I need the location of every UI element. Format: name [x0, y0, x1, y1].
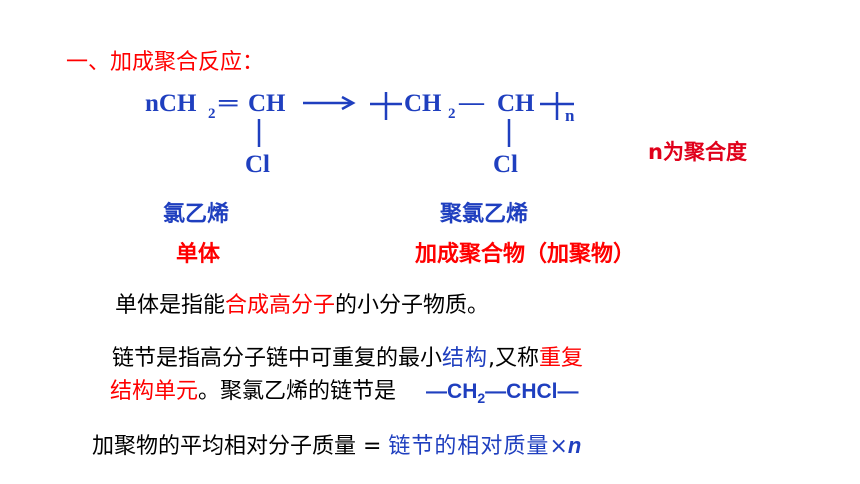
repeat-unit-definition-line-2: 结构单元。聚氯乙烯的链节是 —CH2—CHCl— — [110, 373, 579, 406]
section-heading: 一、加成聚合反应： — [66, 50, 265, 75]
reaction-arrow — [303, 95, 356, 111]
polymer-ch: CH — [497, 90, 535, 117]
double-bond: ═ — [218, 88, 238, 117]
polymer-name: 聚氯乙烯 — [440, 202, 529, 227]
monomer-right: CH — [248, 90, 286, 117]
molecular-mass-formula: 加聚物的平均相对分子质量 = 链节的相对质量×n — [92, 428, 581, 460]
polymer-bond: — — [458, 89, 485, 116]
monomer-def-text-2: 的小分子物质。 — [335, 293, 490, 318]
left-bracket — [370, 92, 402, 120]
polymer-ch2: CH — [404, 90, 442, 117]
repeat-unit-formula: —CH2—CHCl— — [426, 380, 579, 407]
repeat-unit-definition-line-1: 链节是指高分子链中可重复的最小结构,又称重复 — [112, 340, 583, 372]
unit-def-highlight-structural-unit: 结构单元 — [110, 379, 199, 404]
monomer-chlorine: Cl — [245, 151, 270, 178]
unit-def-text-1: 链节是指高分子链中可重复的最小 — [112, 346, 443, 371]
degree-of-polymerization-note: n为聚合度 — [648, 140, 747, 164]
polymer-chlorine: Cl — [493, 151, 518, 178]
monomer-def-highlight: 合成高分子 — [225, 293, 336, 318]
polymer-term: 加成聚合物（加聚物） — [415, 242, 636, 267]
monomer-sub: 2 — [208, 106, 216, 122]
unit-def-text-2: ,又称 — [488, 346, 540, 371]
repeat-unit-formula-a: —CH — [426, 380, 478, 403]
repeat-n: n — [565, 106, 575, 125]
monomer-definition: 单体是指能合成高分子的小分子物质。 — [115, 287, 489, 319]
monomer-left: nCH — [145, 90, 197, 117]
monomer-def-text-1: 单体是指能 — [115, 293, 226, 318]
polymer-sub: 2 — [448, 106, 456, 122]
repeat-unit-formula-sub: 2 — [477, 390, 486, 407]
formula-highlight-unit-mass: 链节的相对质量 — [388, 434, 550, 459]
monomer-term: 单体 — [176, 242, 221, 267]
formula-times: × — [549, 434, 568, 459]
repeat-unit-formula-b: —CHCl— — [485, 380, 579, 403]
formula-n: n — [567, 433, 582, 458]
unit-def-text-3: 。聚氯乙烯的链节是 — [198, 379, 397, 404]
right-bracket — [540, 92, 574, 120]
formula-text-1: 加聚物的平均相对分子质量 = — [92, 434, 389, 459]
unit-def-highlight-structure: 结构 — [442, 346, 489, 371]
unit-def-highlight-repeat: 重复 — [539, 346, 584, 371]
monomer-name: 氯乙烯 — [163, 202, 230, 227]
